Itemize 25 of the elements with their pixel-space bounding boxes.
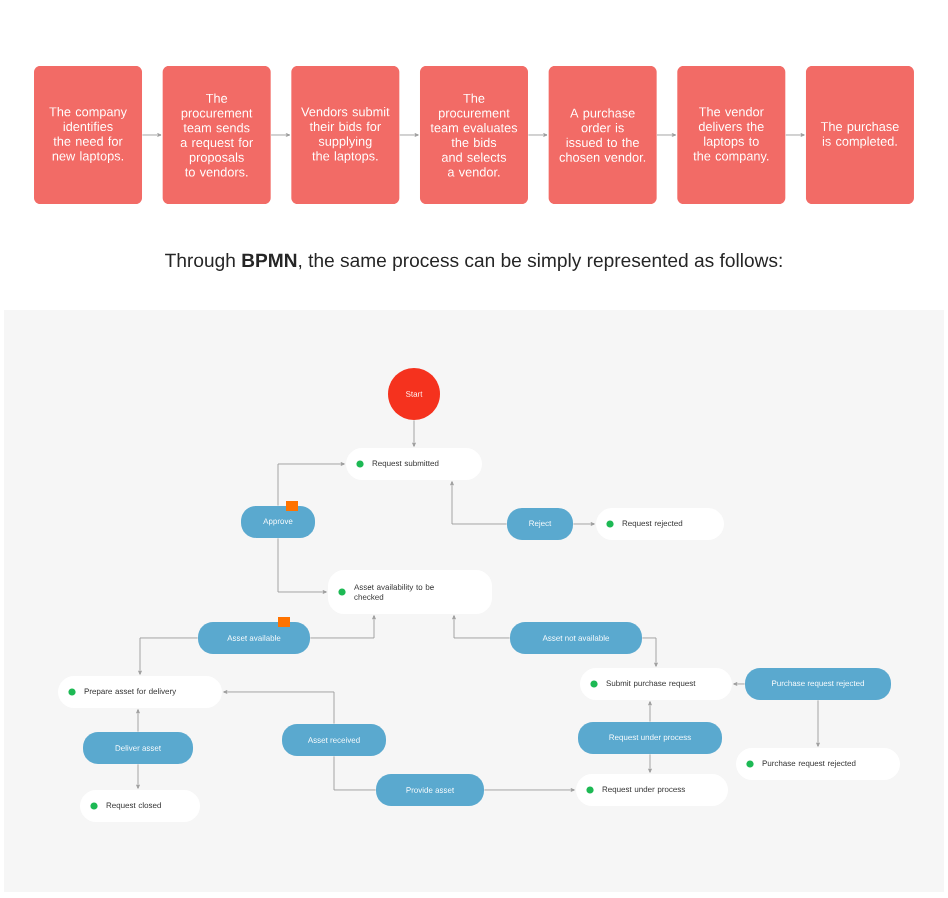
arrow [412, 419, 416, 447]
arrow [309, 615, 376, 639]
arrow [399, 133, 419, 137]
arrow [656, 133, 677, 137]
arrow [270, 133, 291, 137]
arrow [483, 788, 575, 792]
arrow [136, 709, 140, 733]
arrow [785, 133, 805, 137]
arrow [641, 637, 658, 667]
arrow [648, 753, 652, 773]
arrow [733, 682, 746, 686]
arrow [816, 699, 820, 747]
arrow [138, 637, 199, 675]
intro-sentence: Through BPMN, the same process can be simply represented as follows: [165, 253, 782, 271]
arrow [136, 763, 140, 789]
arrow [141, 133, 162, 137]
arrow [333, 755, 377, 791]
arrow [277, 537, 327, 594]
arrow [572, 522, 595, 526]
arrow [648, 701, 652, 723]
arrow [527, 133, 548, 137]
arrow [277, 462, 345, 507]
arrow [223, 690, 335, 725]
arrow [450, 481, 508, 525]
arrow [452, 615, 511, 639]
